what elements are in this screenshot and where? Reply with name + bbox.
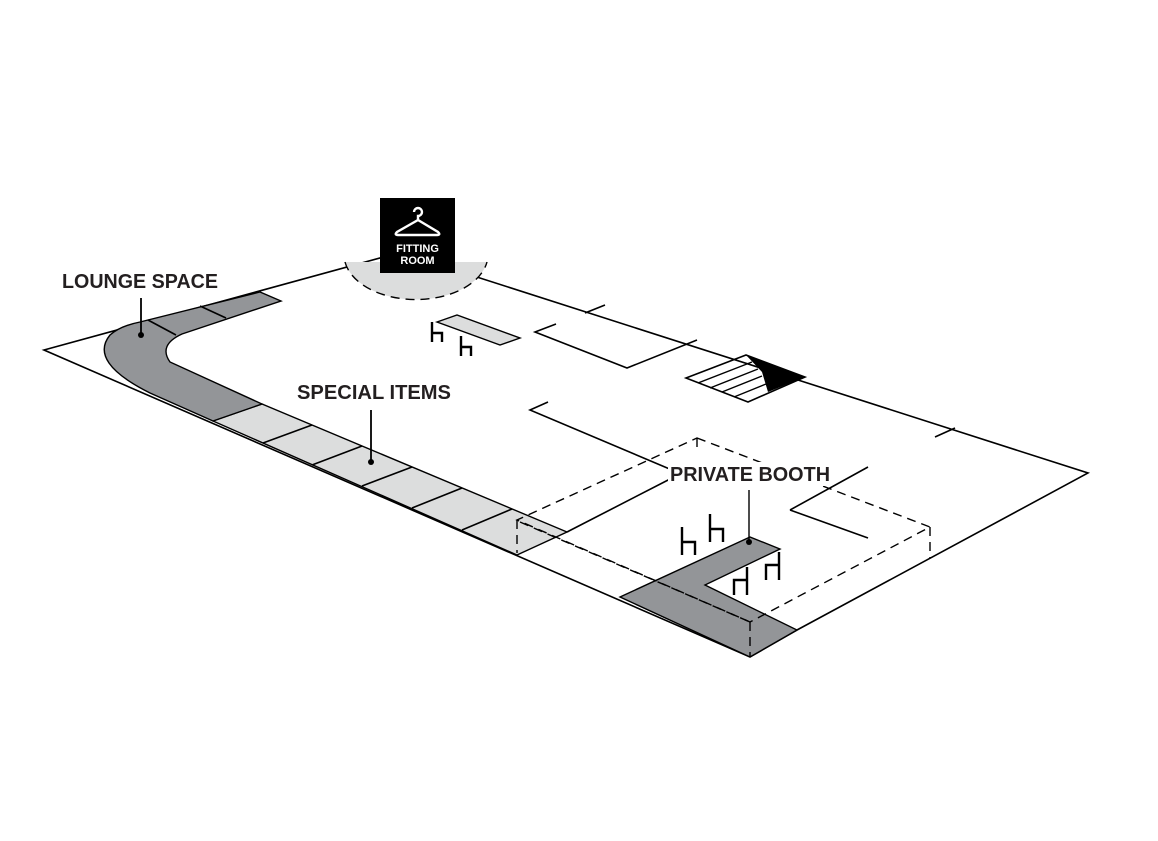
special-items-zone	[211, 403, 569, 556]
special-items-leader-dot	[368, 459, 374, 465]
private-booth-label: PRIVATE BOOTH	[670, 464, 830, 486]
lounge-space-label: LOUNGE SPACE	[62, 271, 218, 293]
private-booth-zone	[515, 437, 932, 658]
lounge-dividers	[147, 305, 227, 336]
chair-icon	[732, 567, 749, 595]
chair-icon	[708, 514, 725, 542]
fitting-room-label-line2: ROOM	[400, 255, 434, 267]
chair-icon	[459, 336, 473, 356]
private-booth-leader-dot	[746, 539, 752, 545]
special-items-dividers	[262, 424, 513, 531]
table	[434, 314, 523, 346]
chair-icon	[430, 322, 444, 342]
fitting-room-label-line1: FITTING	[396, 243, 439, 255]
stairs-icon	[683, 354, 808, 403]
special-items-label: SPECIAL ITEMS	[297, 382, 451, 404]
fitting-room-sign: FITTING ROOM	[380, 198, 455, 273]
interior-walls	[527, 304, 956, 539]
lounge-zone	[103, 291, 283, 422]
hanger-icon	[394, 206, 441, 237]
lounge-leader-dot	[138, 332, 144, 338]
chair-icon	[680, 527, 697, 555]
chair-icon	[764, 552, 781, 580]
